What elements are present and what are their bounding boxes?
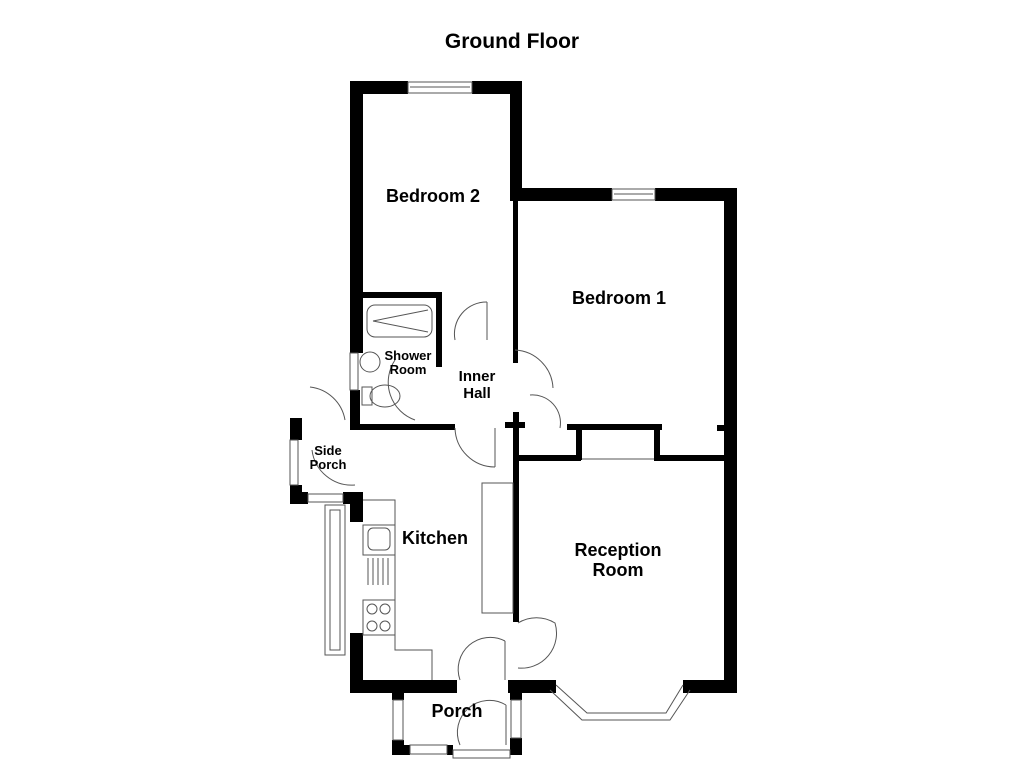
room-label-bedroom-2: Bedroom 2 [385, 186, 481, 206]
floor-title: Ground Floor [444, 30, 580, 53]
room-label-bedroom-1: Bedroom 1 [571, 288, 667, 308]
walls [290, 81, 737, 755]
room-label-side-porch: Side Porch [309, 443, 347, 473]
room-label-inner-hall: Inner Hall [458, 368, 496, 402]
room-label-porch: Porch [431, 701, 483, 721]
fixtures [289, 81, 691, 759]
room-label-reception-room: Reception Room [574, 540, 662, 580]
room-label-shower-room: Shower Room [384, 348, 432, 378]
room-label-kitchen: Kitchen [401, 528, 468, 548]
